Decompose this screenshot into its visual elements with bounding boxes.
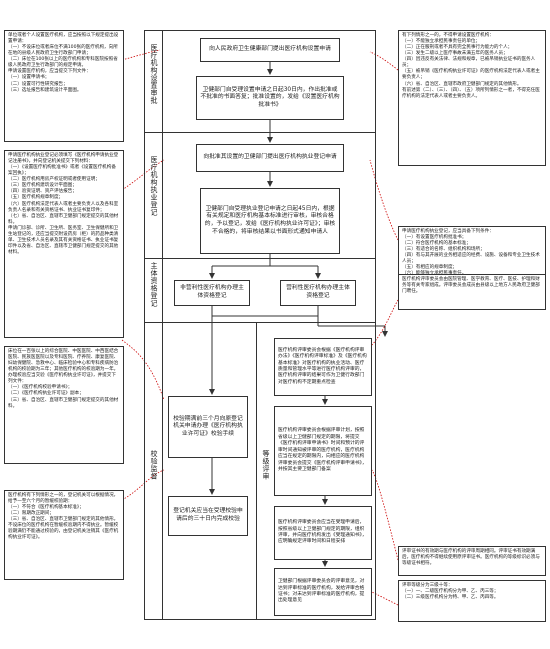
nonprofit-entity-box: 非营利性医疗机构办理主体资格登记 bbox=[174, 280, 250, 306]
section-label-verify: 校验监督 bbox=[150, 450, 158, 480]
note-line: 办理校验应当交验《医疗机构执业许可证》，并提交下列文件： bbox=[8, 373, 116, 385]
note-line: 单位或者个人设置医疗机构，应当按照以下规定提出设置申请： bbox=[8, 33, 119, 45]
verify-done-box: 登记机关应当在受理校验申请后的三十日内完成校验 bbox=[168, 496, 248, 536]
note-setup-prohibitions: 有下列情形之一的，不得申请设置医疗机构： （一）不能独立承担民事责任的单位； （… bbox=[398, 30, 546, 166]
note-line: 床位在一百张以上的综合医院、中医医院、中西医结合医院、民族医医院以及专科医院、疗… bbox=[8, 349, 119, 373]
note-line: （一）设置申请书； bbox=[8, 75, 50, 81]
note-line: （一）有设置医疗机构批准书； bbox=[402, 235, 467, 241]
note-line: （三）医疗机构建筑设计平面图； bbox=[8, 183, 77, 189]
note-line: （三）省、自治区、直辖市卫健部门规定提交的其他材料。 bbox=[8, 397, 119, 409]
note-line: （六）能够独立承担民事责任。 bbox=[402, 271, 542, 277]
note-verify-period: 床位在一百张以上的综合医院、中医医院、中西医结合医院、民族医医院以及专科医院、疗… bbox=[4, 346, 124, 464]
note-line: （一）《医疗机构校验申请书》； bbox=[8, 385, 73, 391]
note-line: （二）符合医疗机构的基本标准； bbox=[402, 241, 471, 247]
note-line: （二）三级医疗机构分为特、甲、乙、丙四等。 bbox=[402, 595, 499, 601]
grade-column-divider bbox=[256, 322, 257, 620]
apply-register-box: 向批准其设置的卫健部门提出医疗机构执业登记申请 bbox=[196, 144, 344, 172]
note-line: （二）《医疗机构执业许可证》副本； bbox=[8, 391, 84, 397]
grade-step-3-box: 医疗机构评审委员会应当在受理申请后，按照省级以上卫健部门规定的期限，组织评审，并… bbox=[274, 506, 372, 560]
note-suspend-verify: 医疗机构有下列情形之一的，登记机关可以根据情况，给予一至六个月的暂缓校验期： （… bbox=[4, 490, 124, 580]
note-line: 申请门诊部、诊所、卫生所、医务室、卫生保健所和卫生站登记的，还应当提交附设药房（… bbox=[8, 225, 119, 255]
note-line: （一）一、二级医疗机构分为甲、乙、丙三等； bbox=[402, 589, 499, 595]
note-line: （三）省、自治区、直辖市卫健部门规定的其他情形。 bbox=[8, 517, 119, 523]
section-label-grade: 等级评审 bbox=[262, 450, 270, 480]
note-line: （二）医疗机构用房产权证明或者使用证明； bbox=[8, 177, 100, 183]
note-line: 医疗机构评审委员会由医院管理、医学教育、医疗、医技、护理和财务等有关专家组成。评… bbox=[402, 277, 540, 295]
section-divider bbox=[144, 258, 376, 259]
note-line: 申请医疗机构执业登记，应当具备下列条件： bbox=[402, 229, 494, 234]
note-line: （五）有相应的规章制度； bbox=[402, 265, 458, 271]
label-column-divider bbox=[162, 30, 163, 620]
note-line: （三）选址报告和建筑设计平面图。 bbox=[8, 87, 82, 93]
grade-step-2-box: 医疗机构评审委员会根据评审计划，按照省级以上卫健部门规定的期限，将提交《医疗机构… bbox=[274, 406, 372, 496]
note-line: （二）正在服刑或者不具有完全民事行为能力的个人； bbox=[402, 45, 513, 51]
grade-step-4-box: 卫健部门根据评审委员会的评审意见，对达到评审标准的医疗机构，发给评审合格证书；对… bbox=[274, 568, 372, 616]
section-label-approve: 医疗机构设置审批 bbox=[150, 44, 158, 104]
note-line: （五）医疗机构规章制度； bbox=[8, 195, 64, 201]
note-line: （一）不能独立承担民事责任的单位； bbox=[402, 39, 481, 45]
grade-step-1-box: 医疗机构评审委员会根据《医疗机构评审办法》《医疗机构评审标准》及《医疗机构基本标… bbox=[274, 338, 372, 396]
note-line: （六）医疗机构法定代表人或者主要负责人以及各科室负责人名录和有关资格证书、执业证… bbox=[8, 201, 119, 213]
note-line: （六）省、自治区、直辖市政府卫健部门规定的其他情形。 bbox=[402, 81, 522, 87]
note-line: 申请医疗机构执业登记必须填写《医疗机构申请执业登记注册书》，并向登记机关提交下列… bbox=[8, 153, 119, 165]
note-line: （三）有适合的名称、组织机构和场所； bbox=[402, 247, 485, 253]
note-line: （一）《设置医疗机构批准书》或者《设置医疗机构备案回执》； bbox=[8, 165, 116, 177]
apply-setup-box: 向人民政府卫生健康部门提出医疗机构设置申请 bbox=[200, 38, 340, 62]
section-divider bbox=[144, 322, 376, 323]
note-grade-levels: 评审等级分为三级十等： （一）一、二级医疗机构分为甲、乙、丙三等； （二）三级医… bbox=[398, 580, 546, 622]
note-line: （一）不设床位或者床位不满100张的医疗机构，向所在地的县级人民政府卫生行政部门… bbox=[8, 45, 118, 57]
note-line: 评审证书的有效期与医疗机构的评审周期相同。评审证书有效期满后，医疗机构不得继续使… bbox=[402, 549, 540, 567]
process-frame bbox=[144, 30, 376, 620]
note-register-materials: 申请医疗机构执业登记必须填写《医疗机构申请执业登记注册书》，并向登记机关提交下列… bbox=[4, 150, 124, 338]
note-line: 申请设置医疗机构，应当提交下列文件： bbox=[8, 69, 91, 75]
note-line: （四）有与其开展的业务相适应的经费、设施、设备和专业卫生技术人员； bbox=[402, 253, 540, 265]
note-setup-requirements: 单位或者个人设置医疗机构，应当按照以下规定提出设置申请： （一）不设床位或者床位… bbox=[4, 30, 124, 142]
note-line: （二）限期改正期间； bbox=[8, 511, 54, 517]
section-label-entity: 主体资格登记 bbox=[150, 262, 158, 307]
note-line: 有下列情形之一的，不得申请设置医疗机构： bbox=[402, 33, 494, 38]
note-line: 评审等级分为三级十等： bbox=[402, 583, 453, 588]
review-register-box: 卫健部门自受理执业登记申请之日起45日内，根据有关规定和医疗机构基本标准进行审核… bbox=[200, 188, 340, 254]
note-line: 医疗机构有下列情形之一的，登记机关可以根据情况，给予一至六个月的暂缓校验期： bbox=[8, 493, 119, 505]
section-label-register: 医疗机构执业登记 bbox=[150, 156, 158, 216]
note-grade-committee: 医疗机构评审委员会由医院管理、医学教育、医疗、医技、护理和财务等有关专家组成。评… bbox=[398, 274, 546, 310]
review-setup-box: 卫健部门自受理设置申请之日起30日内，作出批准或不批准的书面答复；批准设置的，发… bbox=[196, 76, 344, 120]
section-divider bbox=[144, 132, 376, 133]
note-line: （二）设置可行性研究报告； bbox=[8, 81, 68, 87]
verify-apply-box: 校验期满前三个月向原登记机关申请办理《医疗机构执业许可证》校验手续 bbox=[168, 396, 248, 458]
note-line: （五）被吊销《医疗机构执业许可证》的医疗机构法定代表人或者主要负责人； bbox=[402, 69, 540, 81]
note-line: 有前述第（二）、（三）、（四）、（五）项所列情形之一者，不得充任医疗机构的法定代… bbox=[402, 87, 540, 99]
note-line: （七）省、自治区、直辖市卫健部门规定提交的其他材料。 bbox=[8, 213, 119, 225]
note-grade-certificate: 评审证书的有效期与医疗机构的评审周期相同。评审证书有效期满后，医疗机构不得继续使… bbox=[398, 546, 546, 576]
profit-entity-box: 营利性医疗机构办理主体资格登记 bbox=[280, 280, 356, 306]
note-line: （四）验资证明、资产评估报告； bbox=[8, 189, 77, 195]
note-line: （一）不符合《医疗机构基本标准》； bbox=[8, 505, 84, 511]
note-line: （三）发生二级以上医疗事故未满五年的医务人员； bbox=[402, 51, 508, 57]
note-line: （四）因违反有关法律、法规和规章，已被吊销执业证书的医务人员； bbox=[402, 57, 536, 69]
note-line: 不设床位的医疗机构在暂缓校验期内不得执业。暂缓校验期满仍不能通过校验的，由登记机… bbox=[8, 523, 119, 541]
note-line: （二）床位在100张以上的医疗机构和专科医院按照省级人民政府卫生行政部门的规定申… bbox=[8, 57, 118, 69]
